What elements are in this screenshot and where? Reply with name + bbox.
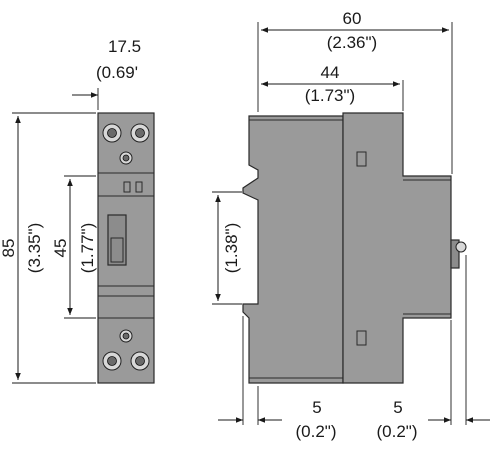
terminal-screw-core	[135, 356, 145, 366]
front-width-in-label: (0.69'	[96, 63, 138, 82]
side-housing-right	[342, 112, 452, 384]
side-vent-bottom	[356, 330, 367, 346]
side-dimensions: 60 (2.36") 44 (1.73") (1.38") 5 (0.2") 5…	[212, 9, 490, 441]
left-offset-mm-label: 5	[312, 398, 321, 417]
front-dimensions: 17.5 (0.69' 85 (3.35") 45 (1.77")	[0, 37, 141, 384]
height-in-label: (3.35")	[25, 223, 44, 273]
front-indicator	[135, 181, 143, 193]
terminal-screw-core	[107, 128, 117, 138]
depth-in-label: (2.36")	[327, 33, 377, 52]
side-lever	[450, 239, 460, 269]
terminal-screw-core	[122, 154, 130, 162]
terminal-screw-core	[135, 128, 145, 138]
lever-knob-icon	[455, 241, 467, 253]
front-view	[97, 112, 155, 384]
body-depth-in-label: (1.73")	[305, 86, 355, 105]
window-height-in-label: (1.77")	[78, 223, 97, 273]
side-vent-top	[356, 151, 367, 167]
front-window-inner	[110, 237, 124, 263]
rail-offset-in-label: (1.38")	[222, 223, 241, 273]
side-housing-left	[242, 115, 344, 384]
left-offset-in-label: (0.2")	[296, 422, 337, 441]
front-indicator	[123, 181, 131, 193]
body-depth-mm-label: 44	[321, 63, 340, 82]
height-mm-label: 85	[0, 239, 18, 258]
right-offset-mm-label: 5	[393, 398, 402, 417]
front-window	[107, 214, 127, 266]
depth-mm-label: 60	[343, 9, 362, 28]
window-height-mm-label: 45	[51, 239, 70, 258]
front-width-mm-label: 17.5	[108, 37, 141, 56]
terminal-screw-core	[107, 356, 117, 366]
terminal-screw-core	[122, 332, 130, 340]
side-view	[242, 112, 467, 384]
right-offset-in-label: (0.2")	[377, 422, 418, 441]
